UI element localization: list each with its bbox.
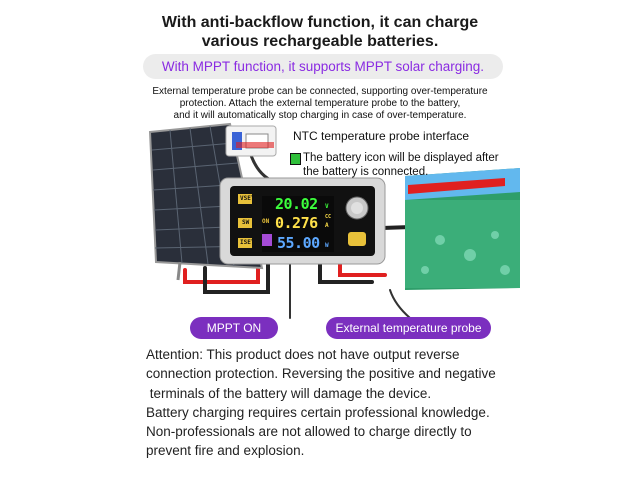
attention-line: Non-professionals are not allowed to cha… <box>146 424 472 440</box>
description-line-2: protection. Attach the external temperat… <box>179 98 461 109</box>
battery-note-line-2: the battery is connected. <box>303 166 429 178</box>
sw-button[interactable]: SW <box>242 219 250 226</box>
headline: With anti-backflow function, it can char… <box>0 13 640 51</box>
description-line-3: and it will automatically stop charging … <box>173 110 467 121</box>
ntc-connector <box>225 125 277 157</box>
battery-pack <box>405 168 520 290</box>
current-readout: 0.276 <box>275 214 318 232</box>
current-mode: CC <box>325 214 332 220</box>
headline-line-2: various rechargeable batteries. <box>201 33 439 50</box>
description-line-1: External temperature probe can be connec… <box>152 86 488 97</box>
external-probe-tag: External temperature probe <box>326 317 491 339</box>
attention-line: Attention: This product does not have ou… <box>146 347 460 362</box>
temperature-description: External temperature probe can be connec… <box>0 86 640 122</box>
vset-button[interactable]: VSET <box>240 195 255 202</box>
mppt-banner: With MPPT function, it supports MPPT sol… <box>143 54 503 79</box>
voltage-readout: 20.02 <box>275 195 318 213</box>
voltage-unit: V <box>325 203 329 210</box>
attention-line: connection protection. Reversing the pos… <box>146 366 496 382</box>
attention-line: Battery charging requires certain profes… <box>146 404 490 420</box>
attention-line: terminals of the battery will damage the… <box>146 385 432 401</box>
current-unit: A <box>325 222 329 229</box>
attention-line: prevent fire and explosion. <box>146 443 305 459</box>
attention-notice: Attention: This product does not have ou… <box>146 345 526 461</box>
controller-device <box>219 177 386 265</box>
battery-note-line-1: The battery icon will be displayed after <box>303 152 499 164</box>
battery-icon-note: The battery icon will be displayed after… <box>290 151 499 179</box>
mppt-on-tag: MPPT ON <box>190 317 278 339</box>
power-unit: W <box>325 242 329 249</box>
battery-icon <box>290 153 301 165</box>
headline-line-1: With anti-backflow function, it can char… <box>161 14 479 31</box>
power-readout: 55.00 <box>277 234 320 252</box>
iset-button[interactable]: ISET <box>240 239 255 246</box>
ntc-interface-label: NTC temperature probe interface <box>293 129 470 143</box>
on-indicator: ON <box>262 218 270 225</box>
